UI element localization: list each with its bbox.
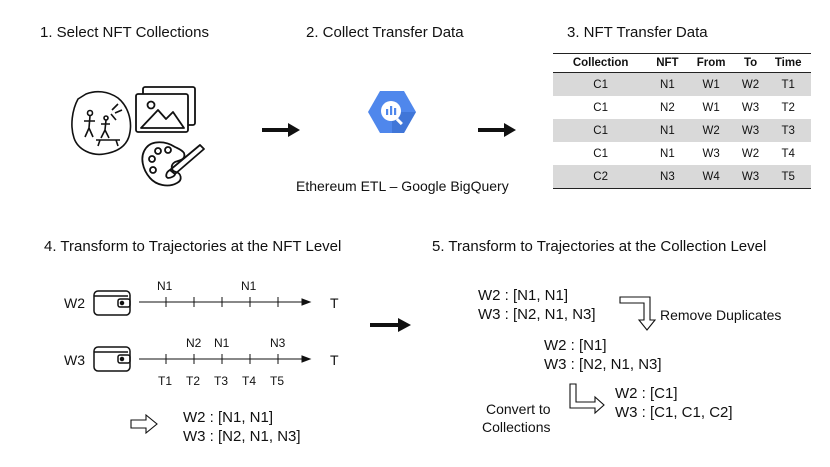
table-cell: W4 xyxy=(686,165,736,189)
table-row: C1 N2 W1 W3 T2 xyxy=(553,96,811,119)
dedup-sequence-w2: W2 : [N1] xyxy=(544,337,607,354)
time-axis-label: T xyxy=(330,295,339,311)
column-header: To xyxy=(735,53,766,73)
table-cell: W2 xyxy=(741,147,760,160)
table-cell: C1 xyxy=(593,147,608,160)
wallet-w2-icon xyxy=(93,290,131,316)
table-cell: W1 xyxy=(686,72,736,96)
dedup-sequence-w3: W3 : [N2, N1, N3] xyxy=(544,356,662,373)
convert-label: Convert to xyxy=(486,401,551,417)
table-cell: T1 xyxy=(765,72,811,96)
table-cell: C1 xyxy=(553,119,649,142)
wallet-w3-icon xyxy=(93,346,131,372)
timeline-w2 xyxy=(139,297,312,307)
column-header: Collection xyxy=(553,53,649,73)
w3-event-label: N3 xyxy=(270,336,286,350)
wallet-w3-label: W3 xyxy=(64,352,85,368)
time-tick-label: T1 xyxy=(158,374,173,388)
table-cell: N1 xyxy=(648,72,687,96)
table-cell: T5 xyxy=(765,165,811,189)
table-cell: T2 xyxy=(781,101,795,114)
image-gallery-icon xyxy=(135,86,196,133)
time-tick-label: T5 xyxy=(270,374,285,388)
arrow-step4-to-step5 xyxy=(370,318,411,332)
hollow-arrow-icon xyxy=(130,413,158,435)
step1-title: 1. Select NFT Collections xyxy=(40,24,209,41)
remove-duplicates-label: Remove Duplicates xyxy=(660,307,782,323)
table-row: C1 N1 W3 W2 T4 xyxy=(553,142,811,165)
table-cell: N1 xyxy=(660,147,675,160)
table-row: C2 N3 W4 W3 T5 xyxy=(553,165,811,189)
table-cell: W2 xyxy=(686,119,736,142)
arrow-step1-to-step2 xyxy=(262,123,300,137)
table-cell: T4 xyxy=(781,147,795,160)
w3-event-label: N2 xyxy=(186,336,202,350)
remove-duplicates-arrow-icon xyxy=(619,296,657,331)
convert-arrow-icon xyxy=(569,383,605,415)
table-row: C1 N1 W2 W3 T3 xyxy=(553,119,811,142)
step5-title: 5. Transform to Trajectories at the Coll… xyxy=(432,238,767,255)
column-header: NFT xyxy=(648,53,687,73)
time-tick-label: T3 xyxy=(214,374,229,388)
table-cell: N1 xyxy=(648,119,687,142)
collection-trajectory-w3: W3 : [C1, C1, C2] xyxy=(615,404,733,421)
table-cell: N2 xyxy=(660,101,675,114)
column-header: From xyxy=(686,53,736,73)
bigquery-caption: Ethereum ETL – Google BigQuery xyxy=(296,178,509,194)
cave-painting-icon xyxy=(71,90,132,156)
step4-title: 4. Transform to Trajectories at the NFT … xyxy=(44,238,342,255)
bigquery-icon xyxy=(368,91,416,133)
sequence-w2: W2 : [N1, N1] xyxy=(478,287,569,304)
table-cell: W2 xyxy=(735,72,766,96)
table-cell: W3 xyxy=(702,147,720,160)
transfer-table: Collection NFT From To Time C1 N1 W1 W2 … xyxy=(553,53,811,189)
w2-event-label: N1 xyxy=(157,279,173,293)
table-cell: W1 xyxy=(702,101,720,114)
table-cell: W3 xyxy=(735,165,766,189)
time-tick-label: T4 xyxy=(242,374,257,388)
column-header: Time xyxy=(765,53,811,73)
step2-title: 2. Collect Transfer Data xyxy=(306,24,464,41)
time-tick-label: T2 xyxy=(186,374,201,388)
table-cell: C2 xyxy=(553,165,649,189)
paint-palette-icon xyxy=(141,141,205,187)
table-cell: C1 xyxy=(553,72,649,96)
timeline-w3 xyxy=(139,354,312,364)
table-cell: T3 xyxy=(765,119,811,142)
nft-trajectory-w2: W2 : [N1, N1] xyxy=(183,409,274,426)
sequence-w3: W3 : [N2, N1, N3] xyxy=(478,306,596,323)
nft-trajectory-w3: W3 : [N2, N1, N3] xyxy=(183,428,301,445)
step3-title: 3. NFT Transfer Data xyxy=(567,24,708,41)
wallet-w2-label: W2 xyxy=(64,295,85,311)
table-row: C1 N1 W1 W2 T1 xyxy=(553,72,811,96)
w3-event-label: N1 xyxy=(214,336,230,350)
collection-trajectory-w2: W2 : [C1] xyxy=(615,385,678,402)
convert-label: Collections xyxy=(482,419,551,435)
table-cell: N3 xyxy=(648,165,687,189)
time-axis-label: T xyxy=(330,352,339,368)
table-header-row: Collection NFT From To Time xyxy=(553,53,811,73)
table-cell: W3 xyxy=(735,119,766,142)
w2-event-label: N1 xyxy=(241,279,257,293)
table-cell: W3 xyxy=(741,101,760,114)
arrow-step2-to-step3 xyxy=(478,123,516,137)
table-cell: C1 xyxy=(593,101,608,114)
